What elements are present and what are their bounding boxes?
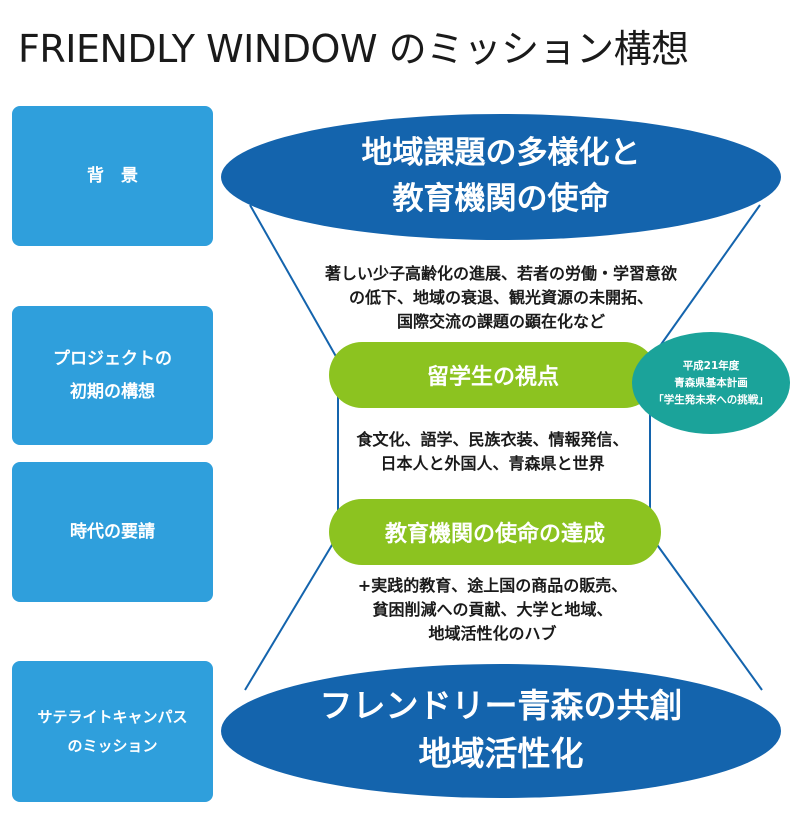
connector-line-top-right xyxy=(649,204,761,361)
badge-line: 「学生発未来への挑戦」 xyxy=(653,393,769,406)
issues-description: 著しい少子高齢化の進展、若者の労働・学習意欲 の低下、地域の衰退、観光資源の未開… xyxy=(276,262,726,334)
top-ellipse-text: 地域課題の多様化と 教育機関の使命 xyxy=(221,130,781,222)
prefectural-plan-badge: 平成21年度 青森県基本計画 「学生発未来への挑戦」 xyxy=(632,332,790,434)
description-line: 著しい少子高齢化の進展、若者の労働・学習意欲 xyxy=(324,264,677,283)
perspective-description: 食文化、語学、民族衣装、情報発信、 日本人と外国人、青森県と世界 xyxy=(320,428,665,476)
pill-label: 教育機関の使命の達成 xyxy=(384,522,605,547)
top-ellipse-line: 地域課題の多様化と xyxy=(361,135,641,171)
sidebar-item-label: 背 景 xyxy=(87,165,138,186)
description-line: 貧困削減への貢献、大学と地域、 xyxy=(372,600,613,619)
top-ellipse-line: 教育機関の使命 xyxy=(392,181,610,217)
mission-achievement-pill: 教育機関の使命の達成 xyxy=(329,499,661,565)
connector-line-top-left xyxy=(249,204,339,361)
description-line: 国際交流の課題の顕在化など xyxy=(396,312,605,331)
description-line: 地域活性化のハブ xyxy=(428,624,557,643)
bottom-ellipse-shape xyxy=(221,664,781,798)
badge-line: 青森県基本計画 xyxy=(674,376,748,389)
sidebar-item-satellite-mission: サテライトキャンパス のミッション xyxy=(12,661,213,802)
page-title: FRIENDLY WINDOW のミッション構想 xyxy=(18,27,689,71)
description-line: +実践的教育、途上国の商品の販売、 xyxy=(357,576,628,595)
achievement-description: +実践的教育、途上国の商品の販売、 貧困削減への貢献、大学と地域、 地域活性化の… xyxy=(320,574,665,646)
bottom-ellipse-line: 地域活性化 xyxy=(418,734,584,773)
description-line: の低下、地域の衰退、観光資源の未開拓、 xyxy=(348,288,653,307)
sidebar-item-background: 背 景 xyxy=(12,106,213,246)
bottom-ellipse-text: フレンドリー青森の共創 地域活性化 xyxy=(221,682,781,778)
connector-line-bottom-left xyxy=(244,534,339,691)
bottom-ellipse-line: フレンドリー青森の共創 xyxy=(319,686,683,725)
pill-label: 留学生の視点 xyxy=(426,365,559,390)
sidebar-item-label: のミッション xyxy=(67,736,158,755)
sidebar-item-initial-concept: プロジェクトの 初期の構想 xyxy=(12,306,213,445)
international-student-perspective-pill: 留学生の視点 xyxy=(329,342,657,408)
connector-line-bottom-right xyxy=(649,534,763,691)
description-line: 食文化、語学、民族衣装、情報発信、 xyxy=(356,430,629,449)
sidebar-item-label: プロジェクトの xyxy=(53,349,172,370)
sidebar-item-label: サテライトキャンパス xyxy=(37,708,188,726)
description-line: 日本人と外国人、青森県と世界 xyxy=(380,454,605,473)
top-ellipse-shape xyxy=(221,114,781,240)
sidebar-item-label: 初期の構想 xyxy=(70,381,155,402)
sidebar-item-label: 時代の要請 xyxy=(70,521,155,542)
badge-line: 平成21年度 xyxy=(682,359,740,372)
sidebar-item-demands-of-era: 時代の要請 xyxy=(12,462,213,602)
